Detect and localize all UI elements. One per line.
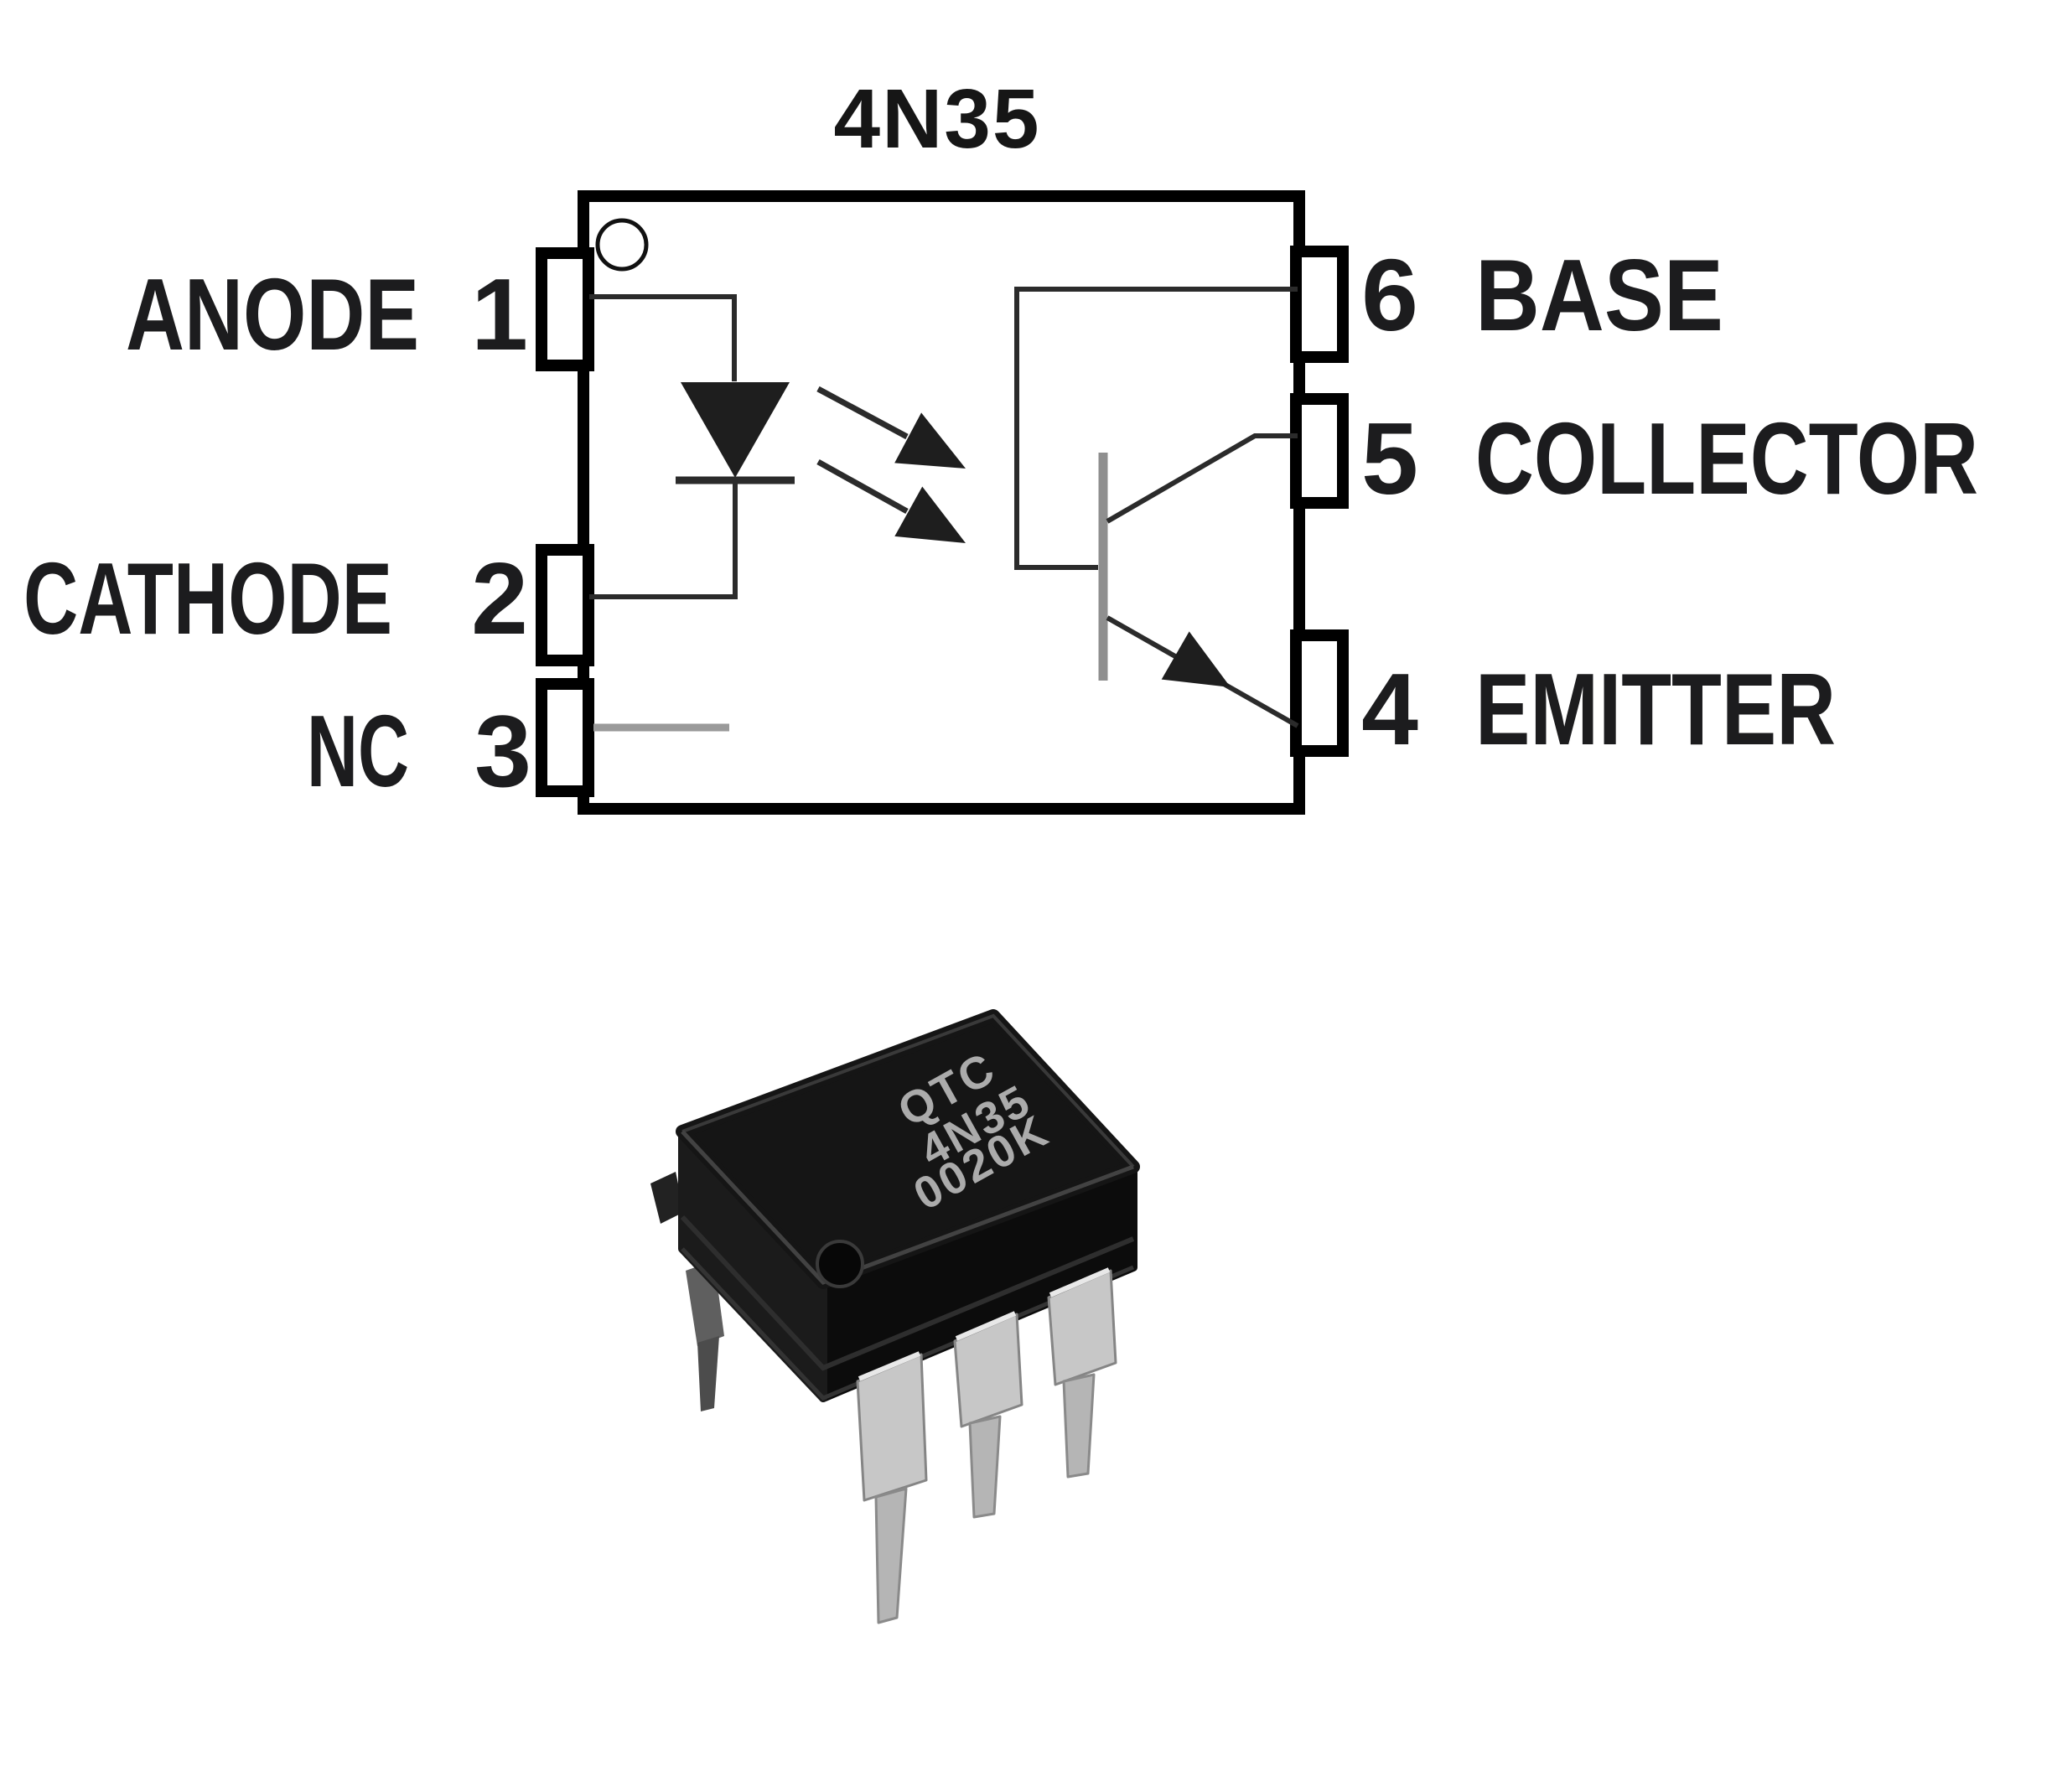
pin1-number-label: 1 bbox=[471, 257, 528, 371]
chip-pin-highlight-3 bbox=[1049, 1267, 1111, 1297]
chip-mold-seam bbox=[680, 1215, 1135, 1371]
part-number-title: 4N35 bbox=[833, 72, 1040, 166]
emitter-arrow-head bbox=[1161, 631, 1231, 687]
right-pin-stubs bbox=[1290, 246, 1349, 757]
pin2-name-label: CATHODE bbox=[23, 541, 392, 655]
chip-top-edge-rim bbox=[681, 1013, 1135, 1168]
chip-pin-highlight-1 bbox=[858, 1351, 921, 1381]
chip-pin1-dimple-icon bbox=[816, 1240, 864, 1288]
light-arrow-head-2 bbox=[894, 486, 966, 543]
collector-wire bbox=[1106, 433, 1298, 524]
chip-front-pins bbox=[856, 1267, 1117, 1624]
cathode-wire bbox=[589, 480, 738, 599]
chip-photo: QTC 4N35 0020K bbox=[650, 1009, 1140, 1624]
pin-stub-5 bbox=[1290, 393, 1349, 509]
led-symbol bbox=[589, 294, 795, 732]
pin4-number-label: 4 bbox=[1361, 652, 1418, 766]
pin2-number-label: 2 bbox=[471, 541, 528, 655]
pin1-indicator-icon bbox=[595, 218, 649, 272]
chip-mold-stub bbox=[650, 1172, 684, 1224]
schematic: 4N35 bbox=[23, 72, 1978, 815]
chip-pin-tail-3 bbox=[1062, 1373, 1096, 1479]
light-arrows bbox=[816, 386, 966, 543]
pin6-name-label: BASE bbox=[1475, 238, 1723, 352]
right-pin-labels: 6 BASE 5 COLLECTOR 4 EMITTER bbox=[1361, 238, 1978, 766]
pin-stub-1 bbox=[536, 247, 594, 371]
left-pin-labels: ANODE 1 CATHODE 2 NC 3 bbox=[23, 257, 531, 808]
base-wire bbox=[1014, 287, 1298, 570]
pin5-number-label: 5 bbox=[1361, 401, 1418, 515]
pin5-name-label: COLLECTOR bbox=[1475, 401, 1978, 515]
led-triangle bbox=[681, 382, 790, 478]
chip-pin-tail-1 bbox=[874, 1487, 908, 1624]
pin4-name-label: EMITTER bbox=[1475, 652, 1836, 766]
pin1-name-label: ANODE bbox=[126, 257, 419, 371]
pin6-number-label: 6 bbox=[1361, 238, 1418, 352]
chip-bottom-edge bbox=[681, 1247, 1134, 1401]
pin-stub-6 bbox=[1290, 246, 1349, 363]
light-arrow-line-1 bbox=[816, 386, 909, 440]
pin3-number-label: 3 bbox=[474, 694, 531, 808]
pin-stub-2 bbox=[536, 544, 594, 666]
pin-stub-3 bbox=[536, 678, 594, 797]
pin3-name-label: NC bbox=[307, 694, 409, 808]
phototransistor-symbol bbox=[1014, 287, 1299, 728]
chip-back-pin-tip bbox=[697, 1336, 719, 1411]
chip-pin-highlight-2 bbox=[955, 1311, 1017, 1341]
light-arrow-line-2 bbox=[816, 458, 909, 515]
anode-wire bbox=[589, 294, 737, 381]
chip-near-edge-rim bbox=[681, 1130, 1134, 1285]
chip-pin-tail-2 bbox=[968, 1415, 1002, 1519]
left-pin-stubs bbox=[536, 247, 594, 797]
pin-stub-4 bbox=[1290, 629, 1349, 757]
light-arrow-head-1 bbox=[894, 412, 966, 469]
